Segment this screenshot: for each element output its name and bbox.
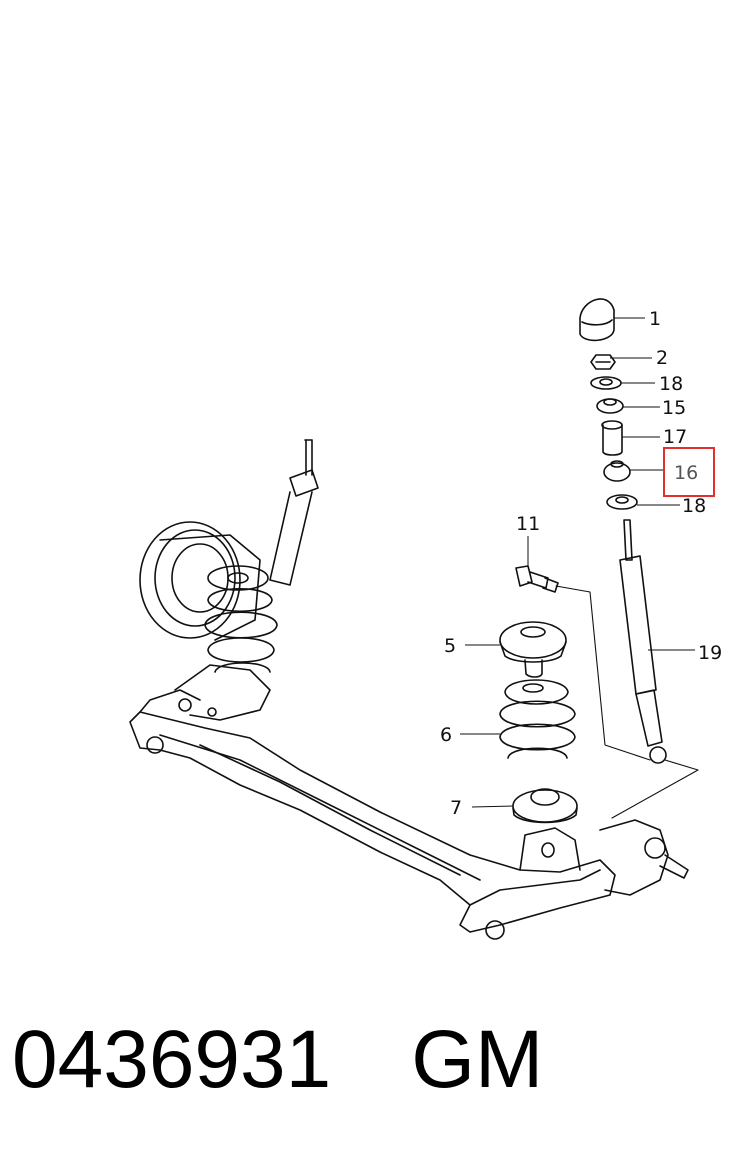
brand-name: GM: [411, 1014, 544, 1105]
callout-19: 19: [698, 642, 722, 664]
part-number: 0436931: [12, 1014, 332, 1105]
callout-16[interactable]: 16: [674, 462, 698, 484]
coil-spring: [499, 679, 576, 759]
bushing-lower: [603, 460, 631, 482]
bushing-upper: [596, 398, 624, 414]
rear-suspension-exploded-diagram: 1 2 18 15 17 16 18 11 19 5 6 7: [129, 298, 722, 940]
spring-lower-seat: [512, 788, 578, 824]
left-coil-spring: [204, 565, 278, 673]
mounting-bolt: [515, 565, 559, 593]
callout-1: 1: [649, 308, 661, 330]
bump-stop: [579, 298, 615, 342]
callout-18-lower: 18: [682, 495, 706, 517]
spring-upper-seat: [499, 621, 567, 678]
callout-6: 6: [440, 724, 452, 746]
reference-lines: [555, 585, 699, 819]
part-caption: 0436931 GM: [12, 1005, 543, 1115]
spacer-sleeve: [601, 420, 623, 456]
callout-17: 17: [663, 426, 687, 448]
callout-7: 7: [450, 797, 462, 819]
nut: [590, 354, 616, 370]
axle-beam: [129, 689, 616, 940]
callout-18-upper: 18: [659, 373, 683, 395]
shock-absorber: [619, 519, 667, 764]
left-wheel-hub: [139, 521, 271, 721]
callout-5: 5: [444, 635, 456, 657]
callout-11: 11: [516, 513, 540, 535]
left-shock-absorber: [269, 439, 319, 586]
washer-lower: [606, 494, 638, 510]
washer-upper: [590, 376, 622, 390]
callout-2: 2: [656, 347, 668, 369]
callout-15: 15: [662, 397, 686, 419]
callout-16-highlight-box: [663, 447, 715, 497]
lower-mount-bracket: [519, 819, 689, 896]
